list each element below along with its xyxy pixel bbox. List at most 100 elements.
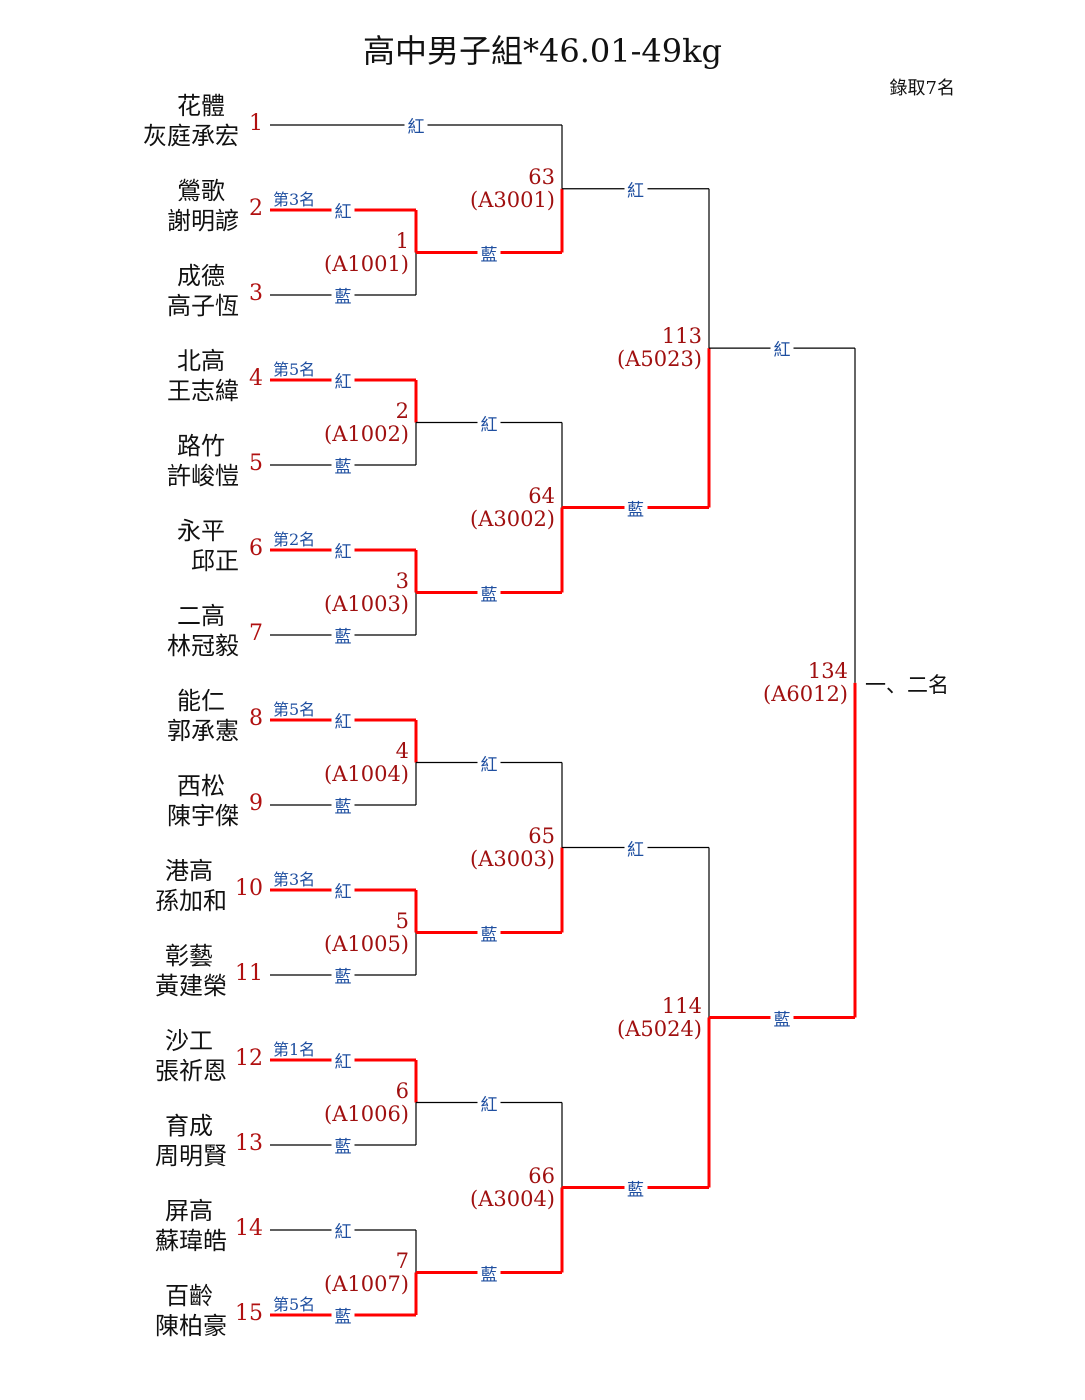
match-code: (A3002) bbox=[470, 506, 555, 531]
player-name: 蘇瑋皓 bbox=[155, 1227, 227, 1255]
red-corner-label: 紅 bbox=[331, 877, 355, 903]
blue-corner-label: 藍 bbox=[477, 240, 501, 265]
player-team: 鶯歌 bbox=[177, 177, 225, 205]
player-team: 百齡 bbox=[165, 1282, 213, 1310]
player-team: 育成 bbox=[165, 1112, 213, 1140]
player-team: 西松 bbox=[177, 772, 225, 800]
match-code: (A1004) bbox=[324, 761, 409, 786]
placement-badge: 第1名 bbox=[273, 1040, 316, 1059]
match-code: (A1002) bbox=[324, 421, 409, 446]
match-number: 4 bbox=[395, 738, 409, 763]
match-code: (A1006) bbox=[324, 1101, 409, 1126]
player-team: 能仁 bbox=[177, 687, 225, 715]
match-number: 5 bbox=[395, 908, 409, 933]
match-code: (A1003) bbox=[324, 591, 409, 616]
red-corner-label: 紅 bbox=[477, 410, 501, 435]
final-placement-label: 一、二名 bbox=[865, 672, 949, 697]
blue-corner-label: 藍 bbox=[477, 580, 501, 605]
player-seed: 13 bbox=[235, 1131, 263, 1156]
player-seed: 11 bbox=[235, 961, 263, 986]
match-code: (A5023) bbox=[617, 347, 702, 372]
player-seed: 2 bbox=[249, 196, 263, 221]
red-corner-label: 紅 bbox=[624, 835, 647, 860]
red-corner-label: 紅 bbox=[770, 335, 794, 361]
player-team: 花體 bbox=[177, 92, 225, 120]
player-name: 邱正 bbox=[191, 547, 239, 575]
match-code: (A5024) bbox=[617, 1016, 702, 1041]
blue-corner-label: 藍 bbox=[624, 495, 647, 520]
quota-note: 錄取7名 bbox=[889, 78, 955, 99]
placement-badge: 第2名 bbox=[273, 530, 316, 549]
player-seed: 5 bbox=[249, 451, 263, 476]
player-seed: 1 bbox=[249, 111, 263, 136]
player-seed: 12 bbox=[235, 1046, 263, 1071]
placement-badge: 第5名 bbox=[273, 1295, 316, 1314]
blue-corner-label: 藍 bbox=[331, 1302, 355, 1328]
player-team: 北高 bbox=[177, 347, 225, 375]
match-number: 65 bbox=[528, 823, 555, 848]
player-name: 郭承憲 bbox=[167, 717, 239, 745]
blue-corner-label: 藍 bbox=[331, 1132, 355, 1158]
match-code: (A6012) bbox=[763, 681, 848, 706]
player-team: 港高 bbox=[165, 857, 213, 885]
blue-corner-label: 藍 bbox=[331, 792, 355, 818]
blue-corner-label: 藍 bbox=[331, 282, 355, 308]
blue-corner-label: 藍 bbox=[331, 452, 355, 478]
player-seed: 4 bbox=[249, 366, 263, 391]
player-name: 謝明諺 bbox=[167, 207, 239, 235]
player-name: 陳宇傑 bbox=[167, 802, 239, 830]
red-corner-label: 紅 bbox=[331, 367, 355, 393]
placement-badge: 第5名 bbox=[273, 700, 316, 719]
match-number: 2 bbox=[395, 398, 409, 423]
player-name: 張祈恩 bbox=[155, 1057, 227, 1085]
player-name: 許峻愷 bbox=[167, 462, 239, 490]
blue-corner-label: 藍 bbox=[331, 962, 355, 988]
red-corner-label: 紅 bbox=[331, 537, 355, 563]
match-code: (A1005) bbox=[324, 931, 409, 956]
match-number: 3 bbox=[395, 568, 409, 593]
player-seed: 6 bbox=[249, 536, 263, 561]
red-corner-label: 紅 bbox=[331, 1217, 355, 1243]
red-corner-label: 紅 bbox=[624, 176, 647, 202]
player-seed: 3 bbox=[249, 281, 263, 306]
match-number: 6 bbox=[395, 1078, 409, 1103]
match-number: 134 bbox=[807, 658, 848, 683]
red-corner-label: 紅 bbox=[331, 707, 355, 733]
match-number: 63 bbox=[528, 164, 555, 189]
placement-badge: 第3名 bbox=[273, 870, 316, 889]
player-seed: 7 bbox=[249, 621, 263, 646]
match-number: 113 bbox=[661, 324, 702, 349]
match-number: 7 bbox=[395, 1248, 409, 1273]
red-corner-label: 紅 bbox=[331, 1047, 355, 1073]
player-name: 王志緯 bbox=[167, 377, 239, 405]
match-number: 1 bbox=[395, 228, 409, 253]
player-name: 周明賢 bbox=[155, 1142, 227, 1170]
player-name: 高子恆 bbox=[167, 292, 239, 320]
match-code: (A3004) bbox=[470, 1186, 555, 1211]
red-corner-label: 紅 bbox=[477, 750, 501, 775]
match-number: 114 bbox=[661, 993, 702, 1018]
player-team: 彰藝 bbox=[165, 942, 213, 970]
player-team: 成德 bbox=[177, 262, 225, 290]
red-corner-label: 紅 bbox=[331, 197, 355, 223]
match-code: (A1001) bbox=[324, 251, 409, 276]
player-team: 屏高 bbox=[165, 1197, 213, 1225]
blue-corner-label: 藍 bbox=[477, 920, 501, 945]
player-name: 黃建榮 bbox=[155, 972, 227, 1000]
placement-badge: 第5名 bbox=[273, 360, 316, 379]
match-code: (A3003) bbox=[470, 846, 555, 871]
player-seed: 15 bbox=[235, 1301, 263, 1326]
match-code: (A1007) bbox=[324, 1271, 409, 1296]
player-team: 路竹 bbox=[177, 432, 225, 460]
player-name: 灰庭承宏 bbox=[143, 122, 239, 150]
placement-badge: 第3名 bbox=[273, 190, 316, 209]
player-team: 沙工 bbox=[165, 1027, 213, 1055]
player-name: 孫加和 bbox=[155, 887, 227, 915]
match-code: (A3001) bbox=[470, 187, 555, 212]
player-seed: 14 bbox=[235, 1216, 263, 1241]
blue-corner-label: 藍 bbox=[624, 1175, 647, 1200]
page-title: 高中男子組*46.01-49kg bbox=[362, 32, 723, 70]
match-number: 66 bbox=[528, 1163, 555, 1188]
player-seed: 10 bbox=[235, 876, 263, 901]
blue-corner-label: 藍 bbox=[770, 1005, 794, 1030]
